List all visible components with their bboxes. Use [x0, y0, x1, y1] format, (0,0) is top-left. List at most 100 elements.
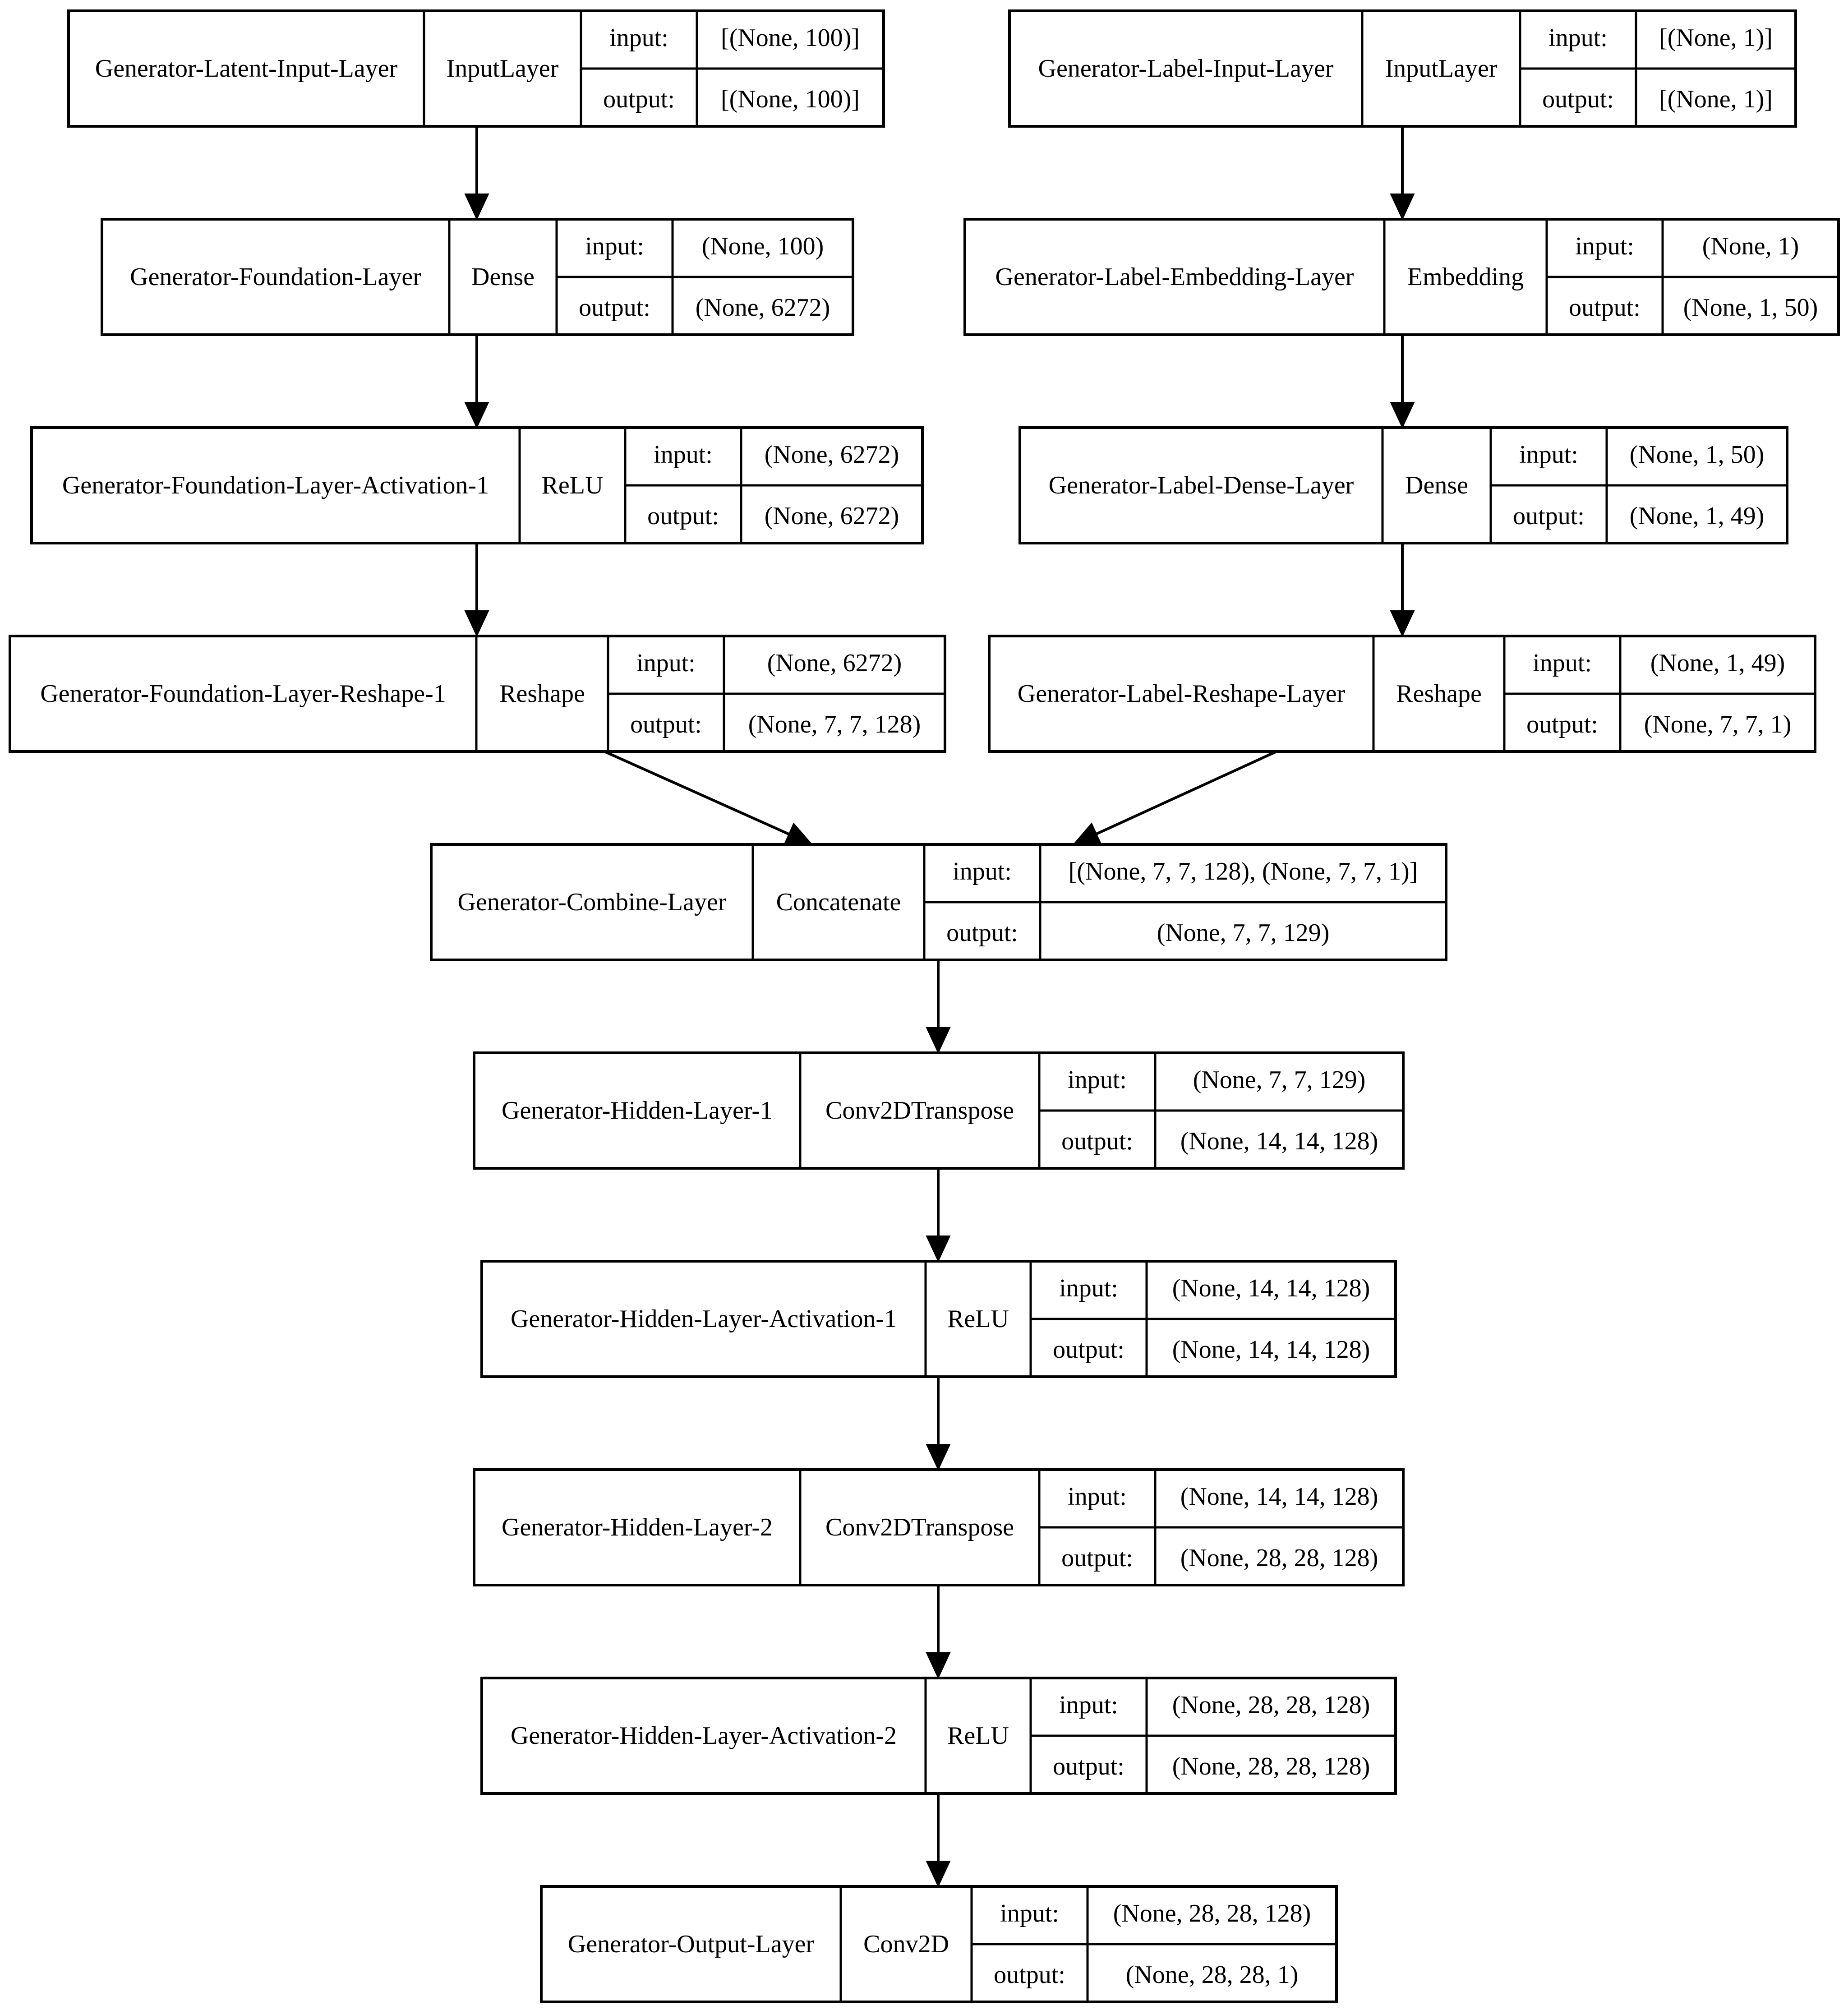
output-shape: (None, 28, 28, 1) — [1126, 1961, 1299, 1989]
output-label: output: — [579, 294, 650, 322]
output-label: output: — [1061, 1544, 1133, 1572]
input-label: input: — [1519, 441, 1578, 469]
layer-node: Generator-Label-Embedding-Layer Embedding… — [963, 218, 1840, 336]
input-label: input: — [1548, 24, 1608, 52]
arrow-head — [926, 1027, 951, 1054]
output-shape: (None, 6272) — [696, 294, 830, 322]
input-label: input: — [609, 24, 668, 52]
input-shape: [(None, 100)] — [721, 24, 860, 52]
output-shape: (None, 14, 14, 128) — [1180, 1127, 1378, 1155]
arrow-head — [1390, 194, 1415, 221]
layer-node: Generator-Label-Input-Layer InputLayer inp… — [1008, 9, 1797, 128]
edge-arrow — [926, 1585, 951, 1679]
edges-group — [464, 126, 1415, 1888]
arrow-head — [926, 1861, 951, 1888]
arrow-head — [926, 1236, 951, 1263]
output-shape: (None, 6272) — [765, 502, 899, 530]
nodes-group: Generator-Latent-Input-Layer InputLayer in… — [9, 9, 1840, 2003]
layer-node: Generator-Hidden-Layer-1 Conv2DTranspose i… — [473, 1051, 1405, 1170]
output-label: output: — [1053, 1752, 1124, 1780]
input-label: input: — [1575, 232, 1634, 260]
edge-arrow — [1390, 126, 1415, 221]
edge-arrow — [1390, 543, 1415, 637]
input-shape: (None, 6272) — [767, 649, 902, 677]
layer-type: Concatenate — [776, 888, 901, 916]
arrow-head — [1390, 610, 1415, 637]
edge-arrow — [926, 1793, 951, 1888]
input-shape: (None, 28, 28, 128) — [1172, 1691, 1370, 1719]
input-shape: (None, 28, 28, 128) — [1113, 1899, 1311, 1927]
edge-arrow — [1390, 335, 1415, 429]
output-shape: (None, 1, 50) — [1683, 294, 1818, 322]
input-label: input: — [1068, 1066, 1127, 1094]
edge-arrow — [464, 126, 489, 221]
edge-arrow — [604, 750, 813, 845]
layer-name: Generator-Label-Input-Layer — [1038, 55, 1334, 83]
input-label: input: — [654, 441, 713, 469]
arrow-head — [926, 1652, 951, 1679]
output-label: output: — [647, 502, 719, 530]
input-shape: (None, 100) — [702, 232, 824, 260]
edge-arrow — [464, 543, 489, 637]
input-label: input: — [1533, 649, 1592, 677]
layer-type: Embedding — [1407, 263, 1524, 291]
layer-name: Generator-Label-Reshape-Layer — [1018, 680, 1346, 708]
layer-type: Conv2DTranspose — [825, 1513, 1014, 1541]
input-label: input: — [953, 857, 1012, 885]
layer-name: Generator-Foundation-Layer — [130, 263, 421, 291]
input-label: input: — [1059, 1274, 1118, 1302]
layer-node: Generator-Hidden-Layer-2 Conv2DTranspose i… — [473, 1468, 1405, 1586]
layer-type: Reshape — [499, 680, 585, 708]
output-shape: (None, 7, 7, 128) — [748, 710, 921, 738]
layer-name: Generator-Latent-Input-Layer — [95, 55, 398, 83]
layer-name: Generator-Label-Embedding-Layer — [995, 263, 1354, 291]
input-label: input: — [1068, 1483, 1127, 1511]
output-shape: (None, 28, 28, 128) — [1180, 1544, 1378, 1572]
output-label: output: — [1542, 85, 1614, 113]
layer-name: Generator-Hidden-Layer-2 — [502, 1513, 773, 1541]
layer-type: Dense — [471, 263, 535, 291]
layer-type: Conv2DTranspose — [825, 1097, 1014, 1125]
layer-node: Generator-Latent-Input-Layer InputLayer in… — [67, 9, 885, 128]
output-label: output: — [1569, 294, 1641, 322]
layer-name: Generator-Output-Layer — [568, 1930, 815, 1958]
output-label: output: — [1526, 710, 1598, 738]
input-shape: (None, 14, 14, 128) — [1172, 1274, 1370, 1302]
layer-name: Generator-Hidden-Layer-1 — [502, 1097, 773, 1125]
output-shape: (None, 14, 14, 128) — [1172, 1336, 1370, 1364]
layer-type: ReLU — [542, 471, 604, 499]
output-shape: (None, 7, 7, 129) — [1157, 919, 1330, 947]
output-label: output: — [1053, 1336, 1124, 1364]
output-label: output: — [1061, 1127, 1133, 1155]
layer-name: Generator-Label-Dense-Layer — [1049, 471, 1354, 499]
edge-arrow — [464, 335, 489, 429]
input-label: input: — [1059, 1691, 1118, 1719]
input-label: input: — [1000, 1899, 1059, 1927]
layer-type: ReLU — [947, 1722, 1009, 1750]
layer-node: Generator-Label-Reshape-Layer Reshape inpu… — [988, 635, 1816, 753]
input-shape: (None, 7, 7, 129) — [1193, 1066, 1366, 1094]
edge-arrow — [926, 960, 951, 1054]
layer-type: InputLayer — [447, 55, 559, 83]
layer-node: Generator-Hidden-Layer-Activation-2 ReLU i… — [480, 1677, 1397, 1795]
input-shape: [(None, 7, 7, 128), (None, 7, 7, 1)] — [1069, 857, 1418, 885]
layer-type: InputLayer — [1385, 55, 1498, 83]
arrow-head — [464, 194, 489, 221]
arrow-head — [1390, 402, 1415, 429]
input-shape: (None, 1, 50) — [1630, 441, 1765, 469]
edge-arrow — [926, 1377, 951, 1471]
layer-name: Generator-Hidden-Layer-Activation-2 — [511, 1722, 897, 1750]
edge-line — [604, 750, 790, 835]
layer-type: Dense — [1405, 471, 1468, 499]
edge-arrow — [926, 1168, 951, 1263]
output-shape: (None, 7, 7, 1) — [1644, 710, 1792, 738]
input-label: input: — [585, 232, 644, 260]
input-shape: [(None, 1)] — [1659, 24, 1773, 52]
arrow-head — [926, 1444, 951, 1471]
layer-type: Reshape — [1396, 680, 1482, 708]
layer-node: Generator-Foundation-Layer Dense input: out… — [101, 218, 854, 336]
